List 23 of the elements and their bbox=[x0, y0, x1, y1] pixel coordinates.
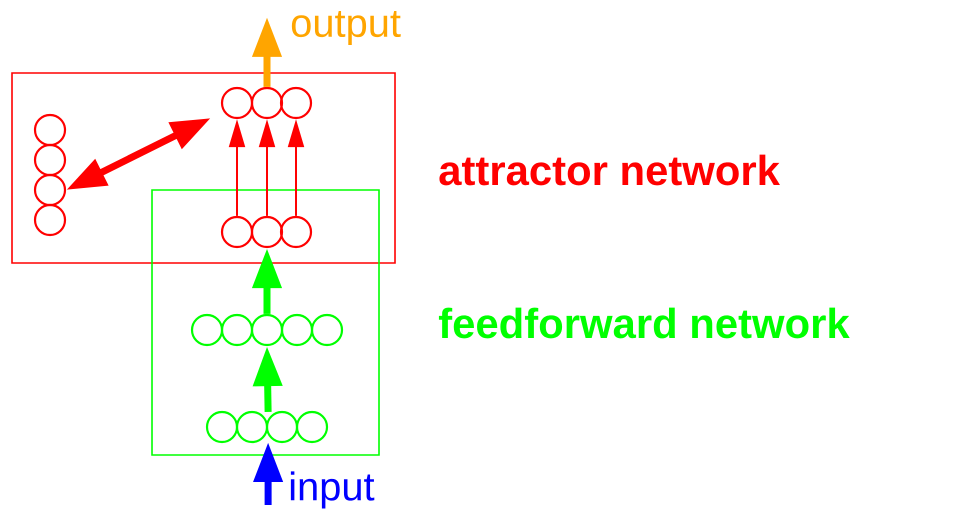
neuron-circle bbox=[310, 314, 344, 346]
neuron-circle bbox=[236, 410, 268, 444]
neuron-circle bbox=[220, 86, 254, 120]
network-label: attractor network bbox=[439, 154, 780, 186]
neuron-circle bbox=[296, 410, 328, 444]
neuron-circle bbox=[280, 86, 312, 120]
neuron-circle bbox=[34, 114, 66, 146]
neuron-circle bbox=[34, 144, 66, 176]
neuron-circle bbox=[206, 410, 238, 444]
neuron-circle bbox=[34, 174, 66, 206]
neuron-circle bbox=[220, 314, 254, 346]
neuron-circle bbox=[280, 314, 314, 346]
neuron-circle bbox=[266, 410, 298, 444]
output-label: output bbox=[292, 10, 401, 45]
neuron-circle bbox=[190, 314, 224, 346]
neuron-circle bbox=[250, 86, 284, 120]
neuron-circle bbox=[250, 216, 284, 248]
network-label: feedforward network bbox=[438, 308, 850, 338]
input-label: input bbox=[290, 471, 374, 509]
neuron-circle bbox=[280, 216, 312, 248]
neuron-circle bbox=[220, 216, 254, 248]
neuron-circle bbox=[34, 204, 66, 236]
neuron-circle bbox=[250, 314, 284, 346]
